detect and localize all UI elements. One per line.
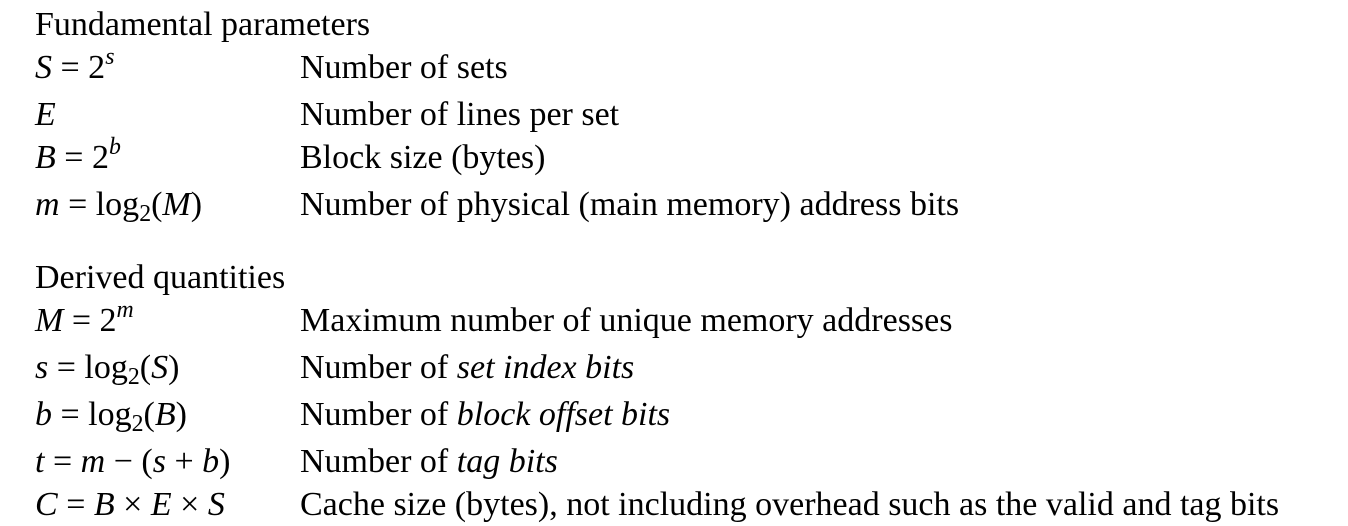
section-derived-quantities: Derived quantities M = 2m Maximum number… <box>35 256 1328 526</box>
text-token-sub: 2 <box>131 410 144 437</box>
table-row: b = log2(B) Number of block offset bits <box>35 393 1328 440</box>
text-token-it: S <box>35 49 52 86</box>
text-token-it: s <box>35 349 49 386</box>
formula-cell: s = log2(S) <box>35 346 300 393</box>
description-cell: Number of physical (main memory) address… <box>300 183 1328 226</box>
table-row: M = 2m Maximum number of unique memory a… <box>35 296 1328 346</box>
text-token-sup: b <box>108 133 121 160</box>
text-token-sub: 2 <box>127 363 140 390</box>
table-row: C = B × E × S Cache size (bytes), not in… <box>35 483 1328 526</box>
description-cell: Number of lines per set <box>300 93 1328 136</box>
table-row: t = m − (s + b) Number of tag bits <box>35 440 1328 483</box>
text-token-it: m <box>35 186 60 223</box>
text-token-rm: ( <box>151 186 163 223</box>
text-token-rm: = log <box>48 349 128 386</box>
text-token-it: tag bits <box>456 443 558 480</box>
formula-cell: b = log2(B) <box>35 393 300 440</box>
text-token-it: B <box>154 396 176 433</box>
formula-cell: E <box>35 93 300 136</box>
formula-cell: m = log2(M) <box>35 183 300 230</box>
text-token-it: E <box>35 96 56 133</box>
text-token-it: S <box>151 349 169 386</box>
text-token-it: block offset bits <box>456 396 671 433</box>
text-token-it: b <box>35 396 52 433</box>
description-cell: Number of tag bits <box>300 440 1328 483</box>
text-token-it: m <box>80 443 106 480</box>
table-row: s = log2(S) Number of set index bits <box>35 346 1328 393</box>
text-token-it: S <box>207 486 225 523</box>
description-cell: Number of block offset bits <box>300 393 1328 436</box>
text-token-rm: ) <box>175 396 187 433</box>
table-row: S = 2s Number of sets <box>35 43 1328 93</box>
text-token-it: C <box>35 486 58 523</box>
text-token-rm: = <box>44 443 81 480</box>
description-cell: Number of set index bits <box>300 346 1328 389</box>
formula-cell: t = m − (s + b) <box>35 440 300 483</box>
text-token-rm: Number of sets <box>300 49 508 86</box>
text-token-rm: = log <box>52 396 132 433</box>
text-token-rm: = <box>57 486 94 523</box>
formula-cell: M = 2m <box>35 296 300 346</box>
text-token-rm: Number of <box>300 349 457 386</box>
text-token-rm: − ( <box>105 443 153 480</box>
text-token-rm: × <box>114 486 151 523</box>
table-row: B = 2b Block size (bytes) <box>35 133 1328 183</box>
description-cell: Number of sets <box>300 46 1328 89</box>
text-token-rm: ( <box>139 349 152 386</box>
formula-cell: C = B × E × S <box>35 483 300 526</box>
section-heading: Fundamental parameters <box>35 6 371 43</box>
section-heading: Derived quantities <box>35 259 286 296</box>
table-row: E Number of lines per set <box>35 93 1328 136</box>
description-cell: Block size (bytes) <box>300 136 1328 179</box>
text-token-rm: × <box>171 486 208 523</box>
text-token-sup: m <box>116 296 134 323</box>
text-token-rm: Cache size (bytes), not including overhe… <box>300 486 1280 523</box>
text-token-it: b <box>202 443 220 480</box>
text-token-rm: = 2 <box>55 139 109 176</box>
text-token-rm: ) <box>219 443 231 480</box>
section-fundamental-parameters: Fundamental parameters S = 2s Number of … <box>35 3 1328 230</box>
text-token-it: B <box>93 486 115 523</box>
text-token-rm: ( <box>143 396 155 433</box>
text-token-it: s <box>152 443 166 480</box>
cache-parameter-table: Fundamental parameters S = 2s Number of … <box>35 3 1328 526</box>
description-cell: Cache size (bytes), not including overhe… <box>300 483 1328 526</box>
table-row: m = log2(M) Number of physical (main mem… <box>35 183 1328 230</box>
text-token-rm: = 2 <box>63 302 117 339</box>
text-token-rm: Number of lines per set <box>300 96 620 133</box>
text-token-it: B <box>35 139 56 176</box>
text-token-rm: = log <box>59 186 140 223</box>
text-token-rm: Block size (bytes) <box>300 139 546 176</box>
text-token-it: M <box>162 186 191 223</box>
text-token-rm: = 2 <box>52 49 106 86</box>
text-token-sub: 2 <box>139 200 152 227</box>
formula-cell: S = 2s <box>35 43 300 93</box>
text-token-rm: ) <box>168 349 180 386</box>
text-token-it: t <box>35 443 45 480</box>
text-token-rm: Number of <box>300 443 457 480</box>
text-token-rm: ) <box>190 186 203 223</box>
text-token-rm: + <box>165 443 203 480</box>
text-token-sup: s <box>105 43 115 70</box>
text-token-it: E <box>150 486 172 523</box>
text-token-it: set index bits <box>456 349 635 386</box>
text-token-rm: Number of physical (main memory) address… <box>300 186 960 223</box>
text-token-it: M <box>35 302 64 339</box>
text-token-rm: Number of <box>300 396 457 433</box>
description-cell: Maximum number of unique memory addresse… <box>300 299 1328 342</box>
text-token-rm: Maximum number of unique memory addresse… <box>300 302 953 339</box>
formula-cell: B = 2b <box>35 133 300 183</box>
